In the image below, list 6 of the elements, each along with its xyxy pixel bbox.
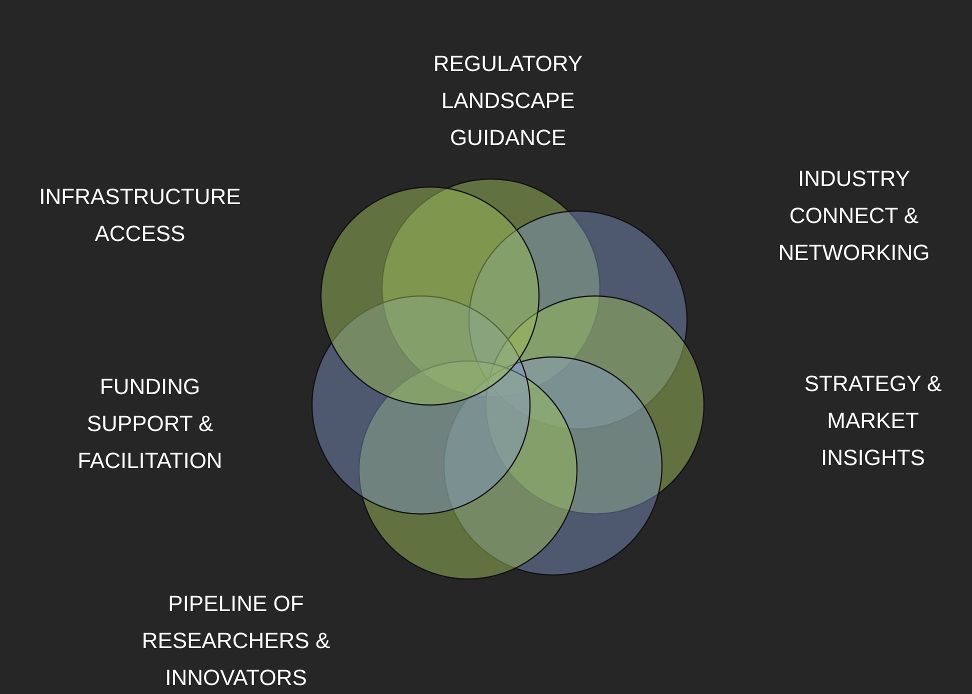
category-label: REGULATORY LANDSCAPE GUIDANCE — [432, 50, 584, 152]
category-label: STRATEGY & MARKET INSIGHTS — [803, 370, 943, 472]
category-label: PIPELINE OF RESEARCHERS & INNOVATORS — [140, 590, 332, 692]
category-label: INDUSTRY CONNECT & NETWORKING — [777, 165, 931, 267]
category-label: FUNDING SUPPORT & FACILITATION — [76, 373, 224, 475]
category-label: INFRASTRUCTURE ACCESS — [38, 183, 242, 248]
